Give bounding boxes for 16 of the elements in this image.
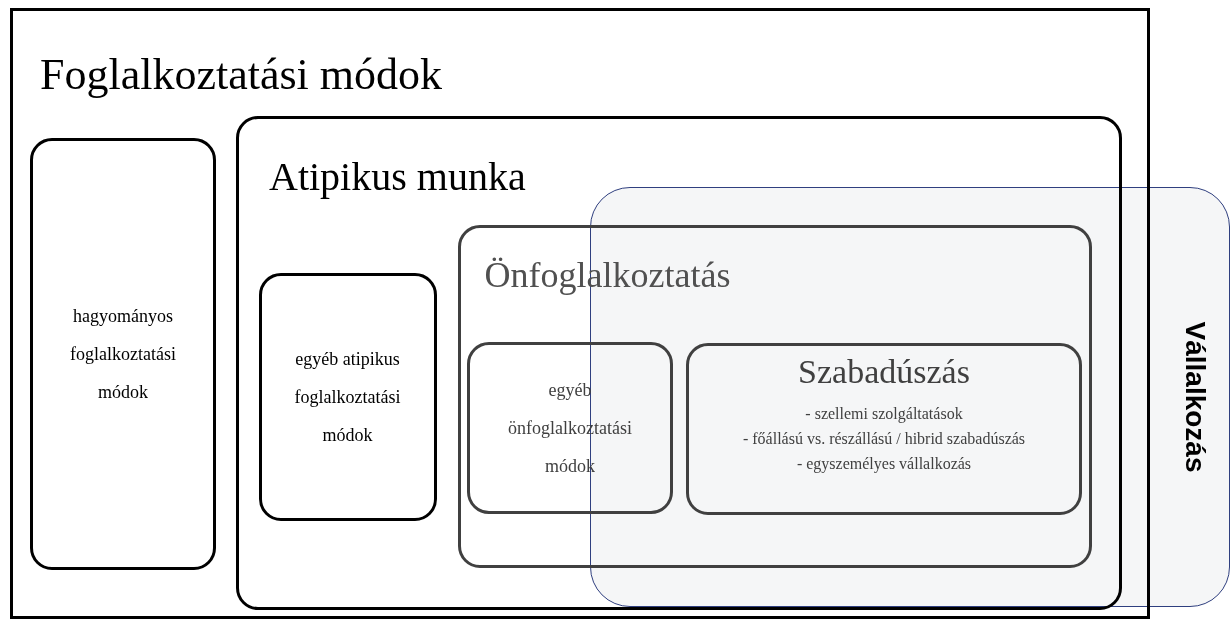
- rounded-box: [686, 343, 1082, 515]
- group-heading: Atipikus munka: [269, 154, 526, 199]
- list-item: - főállású vs. részállású / hibrid szabadúszás: [742, 429, 1026, 447]
- rounded-box: [236, 116, 1122, 610]
- box-heading: Szabadúszás: [798, 353, 970, 390]
- rounded-box: [30, 138, 216, 570]
- frame-heading: Foglalkoztatási módok: [40, 50, 443, 99]
- box-label: egyéb atipikus foglalkoztatási módok: [294, 348, 401, 445]
- list-item: - szellemi szolgáltatások: [805, 404, 963, 422]
- vertical-label: Vállalkozás: [1180, 321, 1211, 473]
- rounded-box: [457, 224, 1092, 568]
- rounded-box: [258, 272, 437, 521]
- box-label: hagyományos foglalkoztatási módok: [70, 306, 176, 402]
- rounded-box: [467, 342, 673, 514]
- list-item: - egyszemélyes vállalkozás: [796, 454, 972, 472]
- frame-box: [10, 8, 1150, 619]
